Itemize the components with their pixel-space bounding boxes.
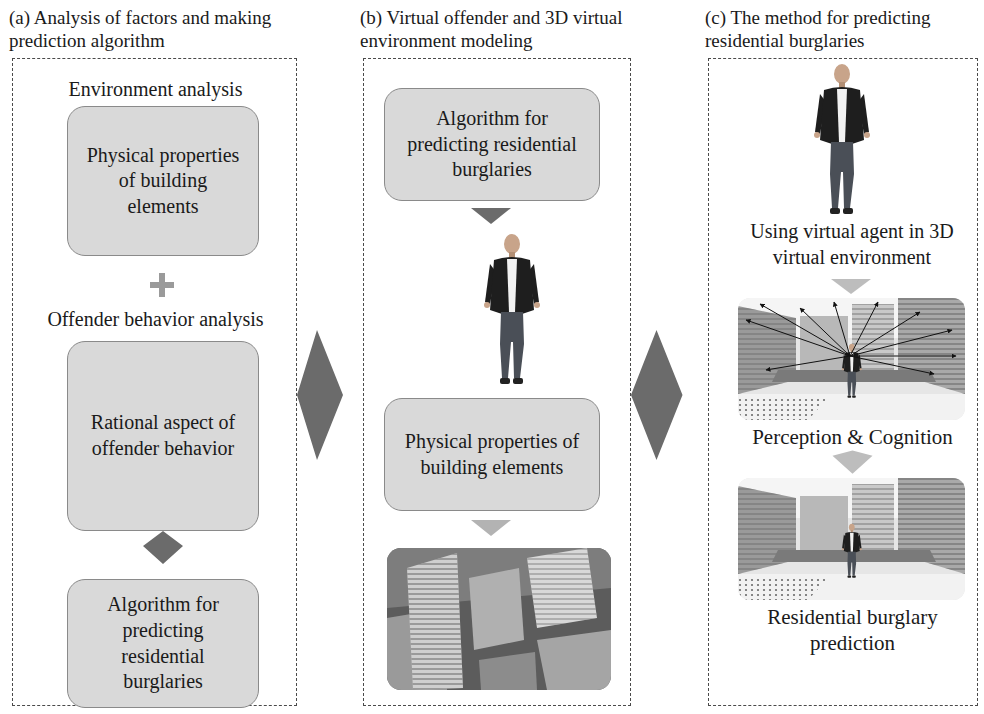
stage-panel: (a) Analysis of factors and making predi… (12, 58, 297, 706)
sight-line (766, 356, 850, 370)
sight-line (850, 330, 952, 356)
perception-render (738, 298, 965, 420)
process-box: Algorithm for predicting residential bur… (67, 579, 259, 708)
box-label: Rational aspect of offender behavior (82, 410, 244, 461)
stage-panel: (c) The method for predicting residentia… (708, 58, 978, 706)
virtual-offender-figure (484, 234, 540, 384)
scene-image: Perception & Cognition (739, 299, 966, 451)
building (479, 652, 537, 690)
section-label: Offender behavior analysis (13, 307, 298, 333)
box-label: Algorithm for predicting residential bur… (399, 106, 585, 183)
panel-heading: (b) Virtual offender and 3D virtual envi… (360, 7, 645, 53)
section-label: Environment analysis (13, 77, 298, 103)
building (407, 553, 463, 690)
virtual-agent-figure (814, 64, 870, 214)
sight-lines (746, 302, 956, 374)
panel-heading: (a) Analysis of factors and making predi… (9, 7, 309, 53)
scene-caption: Residential burglary prediction (739, 605, 966, 656)
flow-triangle (471, 520, 511, 536)
scene-caption: Perception & Cognition (752, 425, 953, 451)
section-label: Using virtual agent in 3D virtual enviro… (732, 219, 972, 270)
sight-line (850, 302, 878, 356)
plus-sign (159, 273, 165, 297)
process-box: Physical properties of building elements (384, 398, 600, 511)
scene-image: Residential burglary prediction (739, 479, 966, 656)
process-box: Algorithm for predicting residential bur… (384, 88, 600, 201)
flow-arrow (297, 330, 363, 460)
process-box: Rational aspect of offender behavior (67, 341, 259, 531)
flow-triangle (471, 208, 511, 224)
box-label: Physical properties of building elements (399, 429, 585, 480)
flow-arrow (833, 451, 873, 479)
box-label: Physical properties of building elements (82, 143, 244, 220)
sight-line (850, 312, 920, 356)
sight-line (834, 302, 850, 356)
panel-heading: (c) The method for predicting residentia… (705, 7, 977, 53)
flow-arrow (631, 330, 708, 460)
flow-triangle (831, 279, 871, 294)
city-ground (387, 548, 611, 690)
sight-line (850, 356, 956, 357)
building (537, 630, 611, 690)
city-model-render (387, 548, 611, 690)
stage-panel: (b) Virtual offender and 3D virtual envi… (363, 58, 631, 706)
building-windows (527, 548, 597, 628)
box-label: Algorithm for predicting residential bur… (82, 592, 244, 694)
building (469, 568, 524, 650)
flow-arrow (143, 531, 183, 579)
prediction-render (738, 478, 965, 600)
sight-line (850, 356, 934, 374)
process-box: Physical properties of building elements (67, 106, 259, 256)
building (527, 548, 597, 628)
building-windows (407, 553, 463, 690)
